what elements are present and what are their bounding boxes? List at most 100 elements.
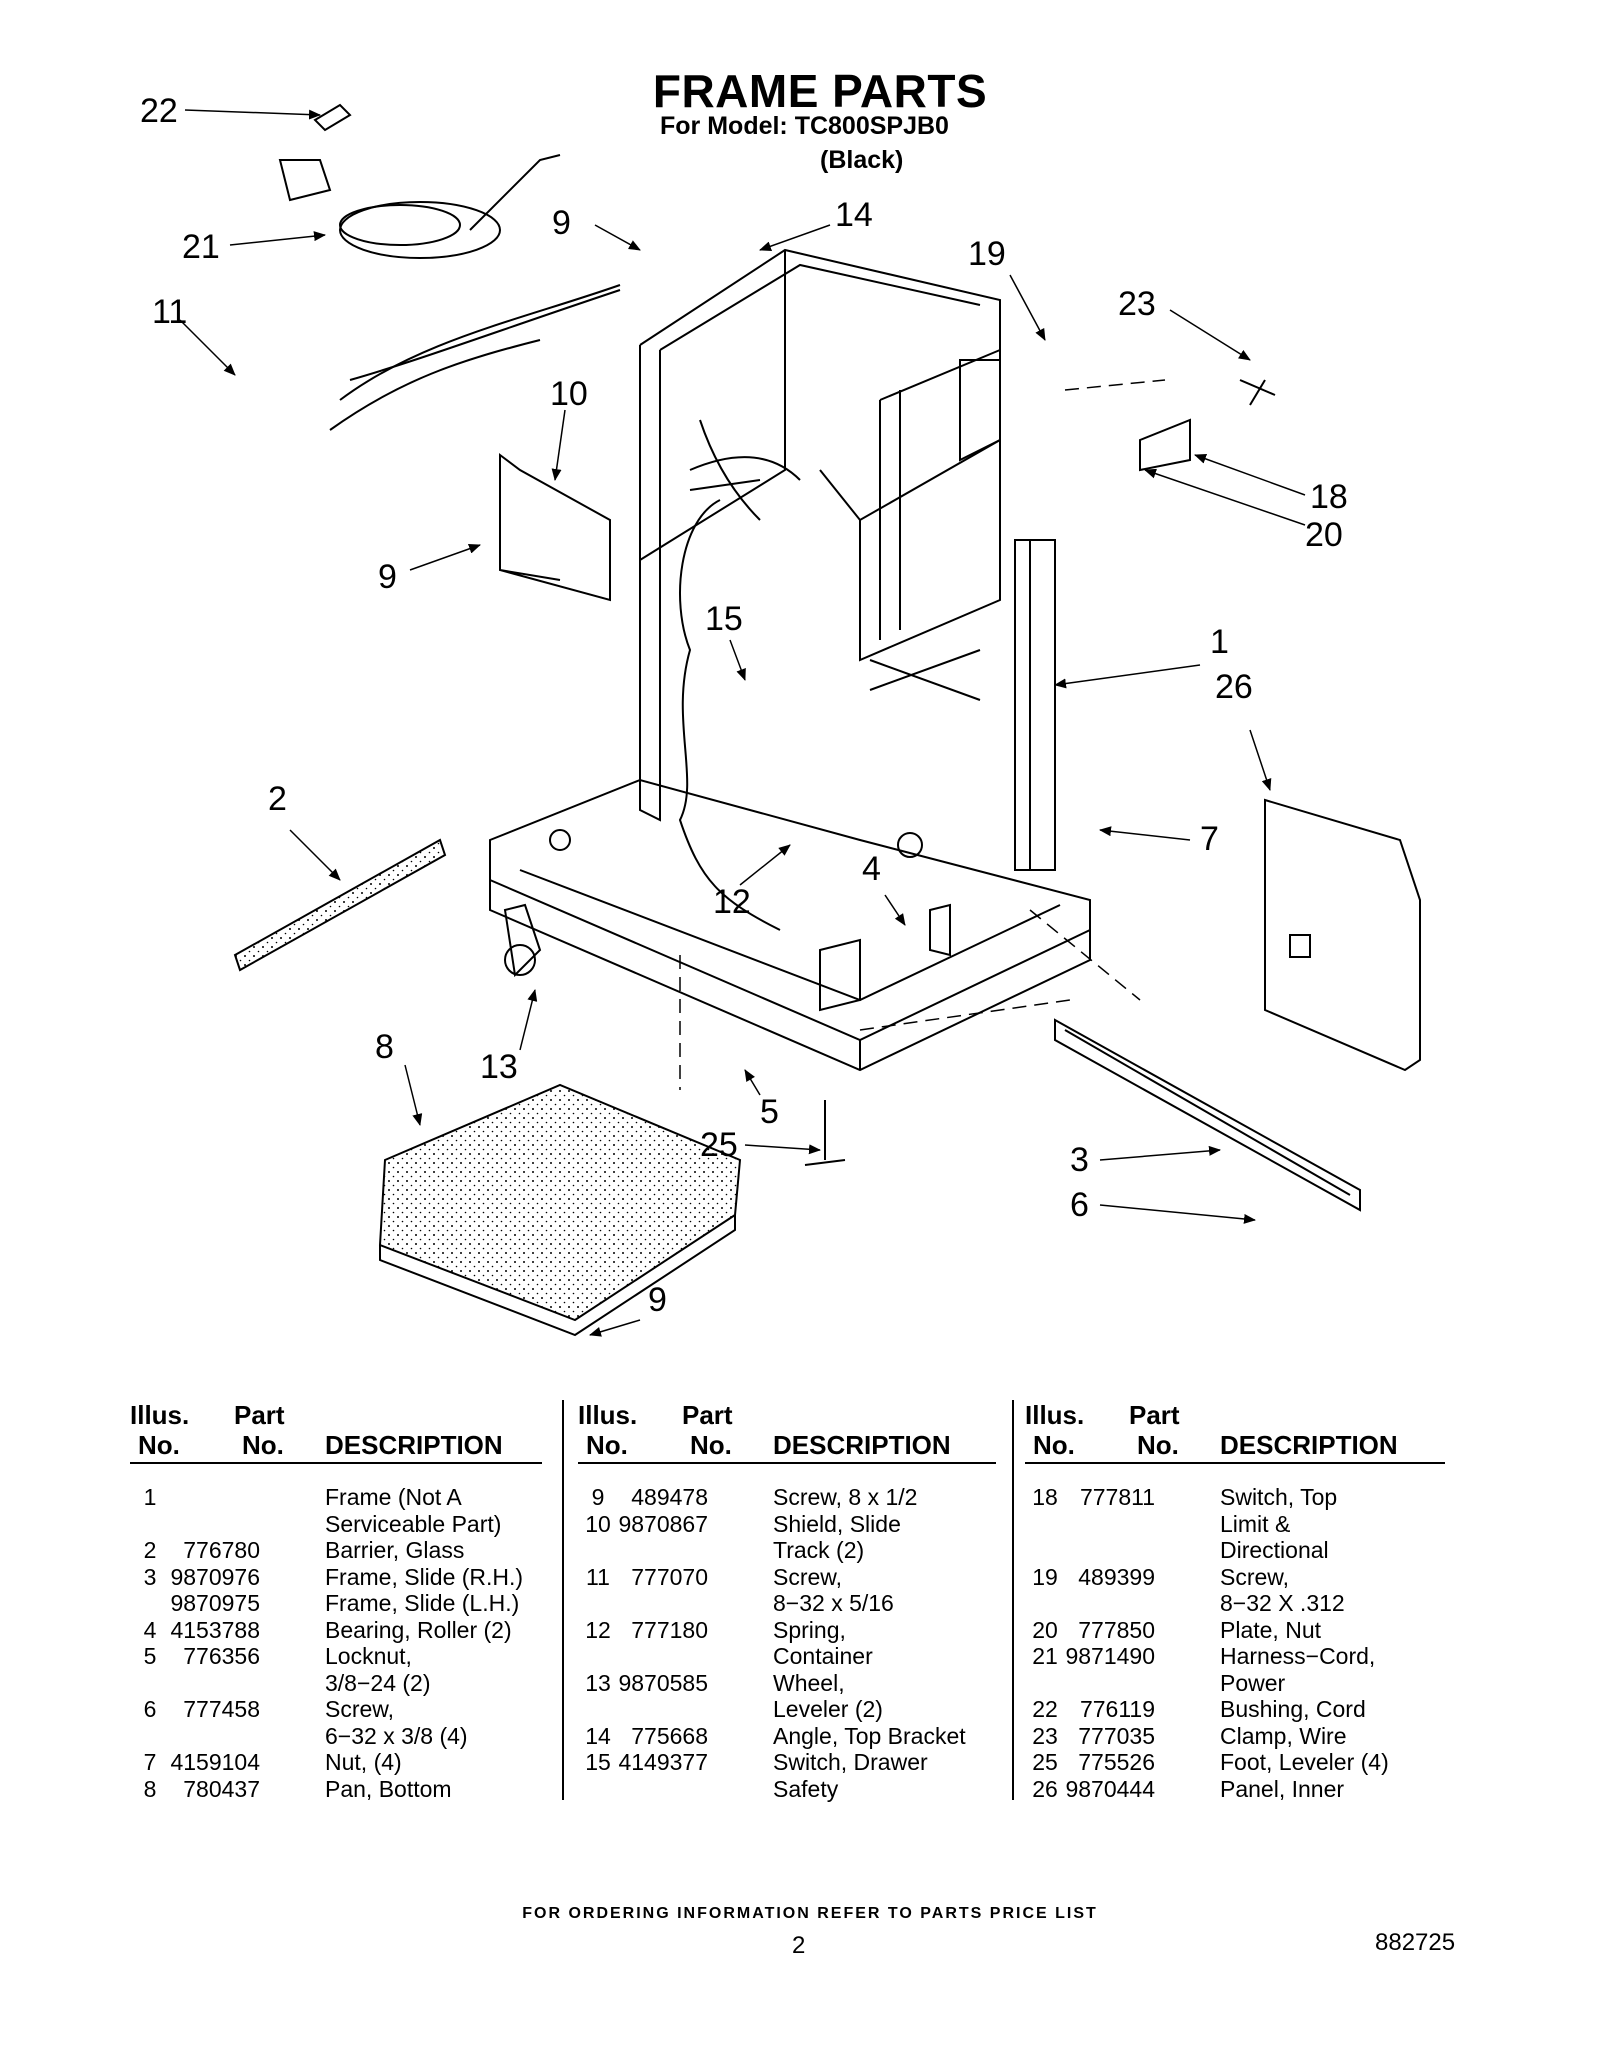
table-row: 3/8−24 (2) — [130, 1670, 542, 1697]
part-description: Screw, 8 x 1/2 — [773, 1484, 918, 1510]
part-description: Limit & — [1220, 1510, 1291, 1537]
wheel-part — [503, 903, 542, 978]
part-number: 4159104 — [170, 1749, 260, 1775]
header-description: DESCRIPTION — [773, 1430, 951, 1460]
harness-part — [339, 284, 621, 401]
part-description: Shield, Slide — [773, 1510, 901, 1537]
frame-part — [639, 345, 661, 822]
header-illus: No. — [1033, 1430, 1075, 1460]
part-description: Bearing, Roller (2) — [325, 1616, 512, 1643]
part-description: Track (2) — [773, 1537, 865, 1563]
illus-number: 1 — [143, 1484, 157, 1510]
illus-number: 3 — [143, 1563, 157, 1590]
illus-number: 13 — [585, 1669, 611, 1696]
callout-number: 10 — [550, 375, 588, 413]
illus-number: 2 — [143, 1537, 157, 1563]
part-description: Bushing, Cord — [1220, 1696, 1366, 1722]
header-part: No. — [1137, 1430, 1179, 1460]
part-description: Frame, Slide (R.H.) — [325, 1563, 524, 1590]
header-illus: Illus. — [1025, 1400, 1085, 1430]
callout-number: 6 — [1070, 1186, 1089, 1224]
part-number: 777180 — [631, 1616, 708, 1643]
illus-number: 12 — [585, 1616, 611, 1643]
part-description: 8−32 X .312 — [1220, 1590, 1345, 1616]
callout-number: 9 — [378, 558, 397, 596]
header-description: DESCRIPTION — [1220, 1430, 1398, 1460]
callout-number: 1 — [1210, 623, 1229, 661]
part-description: Frame, Slide (L.H.) — [325, 1590, 520, 1616]
table-row: Serviceable Part) — [130, 1511, 542, 1538]
part-number: 9871490 — [1065, 1643, 1155, 1669]
part-description: Serviceable Part) — [325, 1510, 502, 1537]
callout-number: 19 — [968, 235, 1006, 273]
part-number: 489478 — [631, 1484, 708, 1510]
exploded-parts-diagram — [179, 103, 1421, 1337]
part-description: Directional — [1220, 1537, 1329, 1563]
part-number: 4153788 — [170, 1616, 260, 1643]
part-description: 8−32 x 5/16 — [773, 1590, 894, 1616]
slide-frame-part — [1054, 1018, 1361, 1212]
column-divider — [1012, 1400, 1014, 1800]
part-number: 9870976 — [170, 1563, 260, 1590]
illus-number: 19 — [1032, 1563, 1058, 1590]
callout-number: 26 — [1215, 668, 1253, 706]
part-number: 9870585 — [618, 1669, 708, 1696]
part-description: Screw, — [1220, 1563, 1290, 1590]
document-number: 882725 — [1375, 1929, 1456, 1956]
table-row: Container — [578, 1643, 996, 1670]
illus-number: 20 — [1032, 1616, 1058, 1643]
callout-number: 22 — [140, 92, 178, 130]
callout-number: 3 — [1070, 1141, 1089, 1179]
page-number: 2 — [792, 1932, 806, 1959]
part-number: 776356 — [183, 1643, 260, 1669]
callout-number: 15 — [705, 600, 743, 638]
foot-part — [804, 1100, 846, 1166]
header-description: DESCRIPTION — [325, 1430, 503, 1460]
illus-number: 18 — [1032, 1484, 1058, 1510]
part-number: 780437 — [183, 1775, 260, 1802]
callout-number: 25 — [700, 1126, 738, 1164]
header-part: No. — [242, 1430, 284, 1460]
illus-number: 25 — [1032, 1749, 1058, 1775]
part-description: Clamp, Wire — [1220, 1722, 1347, 1749]
part-description: Pan, Bottom — [325, 1775, 452, 1802]
table-row: 4 4153788 Bearing, Roller (2) — [130, 1617, 542, 1644]
part-number: 775526 — [1078, 1749, 1155, 1775]
callout-number: 8 — [375, 1028, 394, 1066]
part-description: Screw, — [325, 1696, 395, 1722]
callout-number: 7 — [1200, 820, 1219, 858]
barrier-part — [233, 838, 447, 972]
part-description: Screw, — [773, 1563, 843, 1590]
callout-number: 11 — [152, 293, 188, 331]
base-part — [489, 778, 1091, 1042]
callout-number: 23 — [1118, 285, 1156, 323]
part-description: Power — [1220, 1669, 1286, 1696]
table-row: 8−32 x 5/16 — [578, 1590, 996, 1617]
part-number: 777811 — [1079, 1484, 1155, 1510]
callout-number: 20 — [1305, 516, 1343, 554]
part-number: 777458 — [183, 1696, 260, 1722]
part-description: Container — [773, 1643, 873, 1669]
table-row: Safety — [578, 1776, 996, 1803]
callout-number: 9 — [552, 204, 571, 242]
callout-number: 9 — [648, 1281, 667, 1319]
table-row: 8−32 X .312 — [1025, 1590, 1445, 1617]
header-illus: No. — [138, 1430, 180, 1460]
illus-number: 4 — [143, 1616, 157, 1643]
table-row: Directional — [1025, 1537, 1445, 1564]
